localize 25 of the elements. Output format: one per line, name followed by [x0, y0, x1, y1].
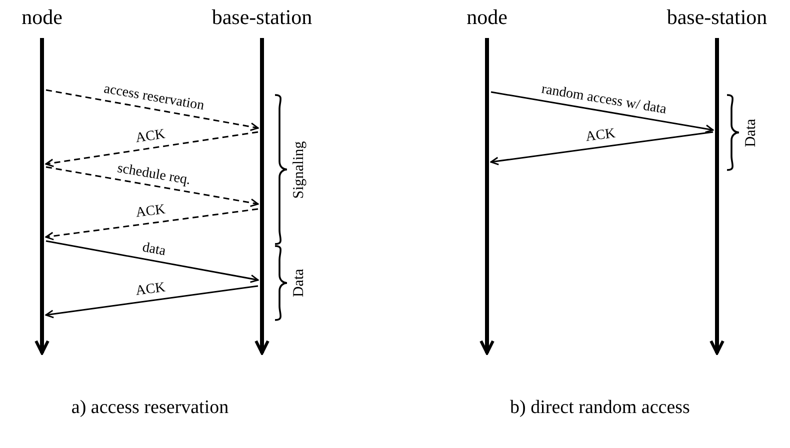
message-arrow: [490, 131, 714, 166]
brace-label: Data: [742, 118, 760, 147]
message-arrow: [46, 89, 259, 131]
caption: a) access reservation: [71, 396, 229, 420]
message-arrow: [46, 166, 259, 208]
message-arrow: [46, 240, 259, 283]
brace-label: Signaling: [290, 140, 308, 198]
edge-label: random access w/ data: [540, 82, 668, 118]
participant-label: base-station: [666, 4, 768, 30]
participant-label: base-station: [212, 4, 312, 30]
edge-label: schedule req.: [116, 160, 192, 189]
edge-label: ACK: [584, 126, 616, 146]
edge-label: data: [141, 240, 167, 260]
edge-label: ACK: [134, 202, 166, 222]
message-arrow: [45, 208, 258, 240]
message-arrow: [45, 131, 258, 168]
caption: b) direct random access: [510, 396, 690, 420]
message-arrow: [490, 91, 714, 134]
brace-label: Data: [290, 268, 308, 298]
participant-label: node: [466, 4, 508, 30]
edge-label: ACK: [134, 280, 166, 300]
message-arrow: [45, 285, 258, 318]
participant-label: node: [22, 4, 62, 30]
edge-label: ACK: [134, 127, 166, 148]
edge-label: access reservation: [102, 82, 206, 115]
